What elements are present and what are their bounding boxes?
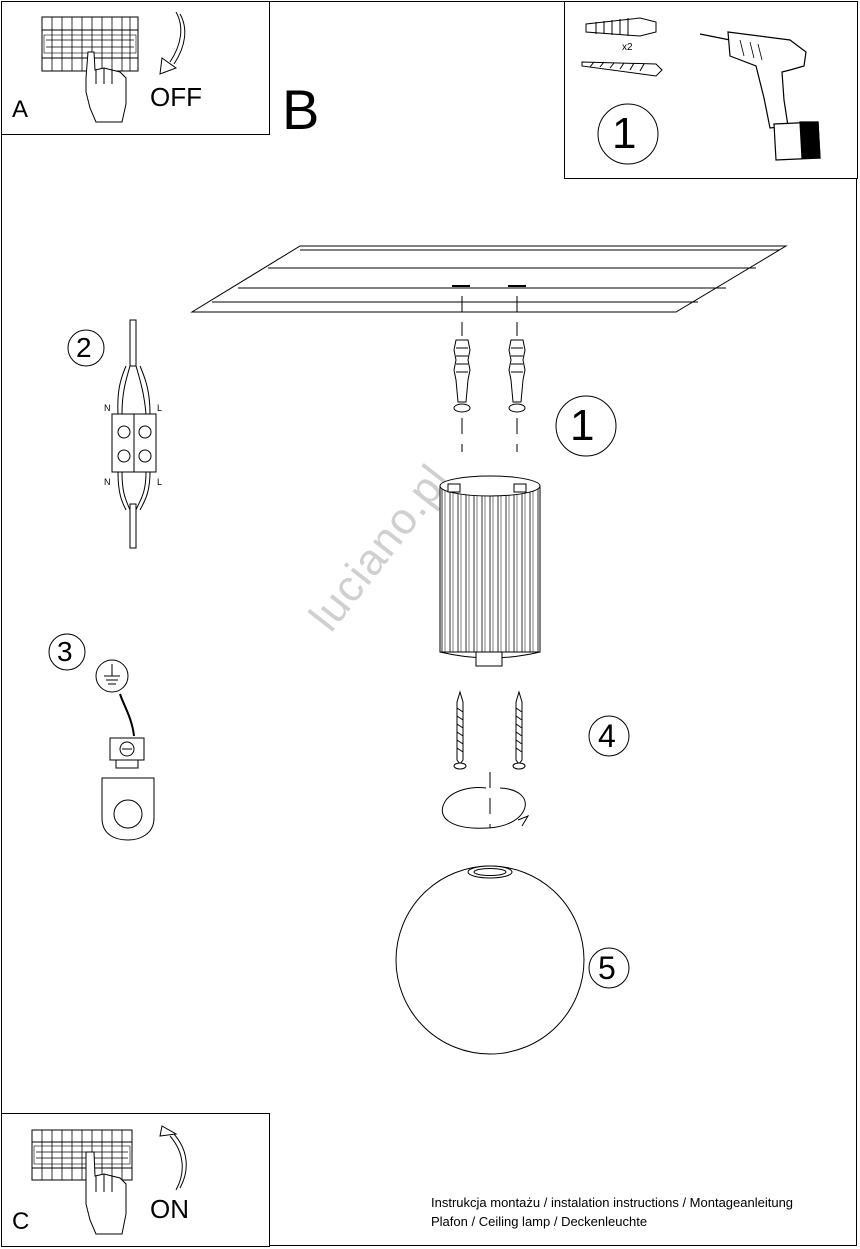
step-2-label: 2 [76,332,92,363]
step-1-label: 1 [570,401,595,450]
guide-lines [461,296,518,828]
wall-anchor-icon [453,339,526,413]
panel-b-letter: B [282,78,320,141]
lamp-canopy [439,475,541,667]
hand-icon [85,51,127,123]
rotate-arrow-icon [441,787,530,829]
screw-icon [581,61,663,77]
wall-plug-icon [585,17,657,37]
step-4-label: 4 [598,718,616,754]
panel-c-letter: C [12,1208,30,1235]
ceiling-plate [190,245,788,313]
terminal-block-icon [111,319,157,549]
off-label: OFF [150,82,202,112]
wire-label-l: L [157,403,163,413]
hand-on-icon [85,1151,127,1235]
step-circles [48,103,659,989]
step-3-label: 3 [57,636,73,667]
footer-subtitle: Plafon / Ceiling lamp / Deckenleuchte [431,1214,648,1229]
step-1-label: 1 [612,109,637,158]
wire-label-n: N [104,477,111,487]
drill-icon [699,31,821,161]
ground-connector-icon [95,659,155,841]
on-label: ON [150,1194,189,1224]
glass-shade [395,865,585,1055]
step-5-label: 5 [598,950,616,986]
breaker-panel-on-icon [31,1129,133,1181]
wire-label-n: N [104,403,111,413]
footer-title: Instrukcja montażu / instalation instruc… [431,1195,794,1210]
screw-pair-icon [453,690,526,770]
switch-on-arrow-icon [159,1125,187,1191]
wire-label-l: L [157,477,163,487]
panel-a-letter: A [12,96,29,123]
quantity-label: x2 [622,42,633,53]
switch-off-arrow-icon [159,11,186,75]
